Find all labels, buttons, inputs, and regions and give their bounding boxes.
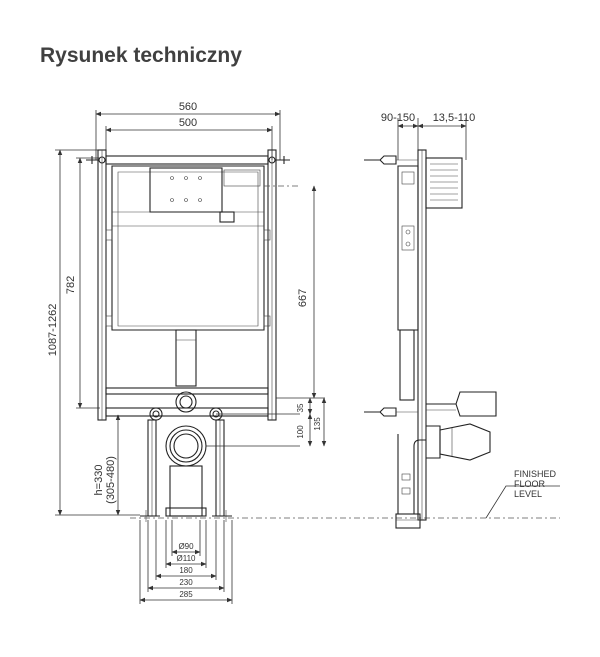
- flush-actuator-box: [149, 167, 223, 213]
- floor-label-leader: [485, 485, 560, 519]
- dim-180-label: 180: [179, 566, 193, 575]
- top-crossbar: [105, 155, 269, 165]
- dim-35-label: 35: [296, 403, 305, 412]
- drain-outer: [165, 425, 207, 467]
- lower-crossbar: [105, 387, 269, 395]
- dim-230-label: 230: [179, 578, 193, 587]
- drain-elbow: [397, 434, 426, 515]
- dim-782-label: 782: [65, 276, 77, 294]
- side-cistern: [397, 165, 419, 331]
- dim-500-label: 500: [179, 117, 197, 129]
- dim-d90-label: Ø90: [178, 542, 194, 551]
- page-title: Rysunek techniczny: [40, 44, 242, 67]
- bottom-crossbar: [105, 407, 269, 417]
- dim-d110-label: Ø110: [177, 554, 197, 563]
- dim-560-label: 560: [179, 101, 197, 113]
- side-view: 90-150 13,5-110: [364, 112, 560, 529]
- dim-1087-1262-label: 1087-1262: [47, 304, 59, 357]
- flush-outlet: [175, 391, 197, 413]
- dim-90-150-label: 90-150: [381, 112, 415, 124]
- dim-100-label: 100: [296, 425, 305, 439]
- drain-bend: [439, 423, 491, 461]
- flush-connector: [426, 391, 497, 417]
- floor-label-line1: FINISHED: [514, 469, 557, 479]
- flush-pipe: [175, 329, 197, 387]
- dim-667-label: 667: [297, 289, 309, 307]
- floor-label-line3: LEVEL: [514, 489, 542, 499]
- cistern: [111, 165, 265, 331]
- floor-label-line2: FLOOR: [514, 479, 546, 489]
- dim-h330-label: h=330: [93, 465, 105, 496]
- dim-135-label: 135: [313, 417, 322, 431]
- flush-plate: [425, 157, 463, 209]
- dim-13-110-label: 13,5-110: [433, 112, 476, 124]
- dim-h305-480-label: (305-480): [105, 456, 117, 504]
- dim-285-label: 285: [179, 590, 193, 599]
- side-flush-pipe: [399, 329, 415, 401]
- front-view: 560 500 1087-1262 782 h=330 (305-480): [47, 101, 327, 604]
